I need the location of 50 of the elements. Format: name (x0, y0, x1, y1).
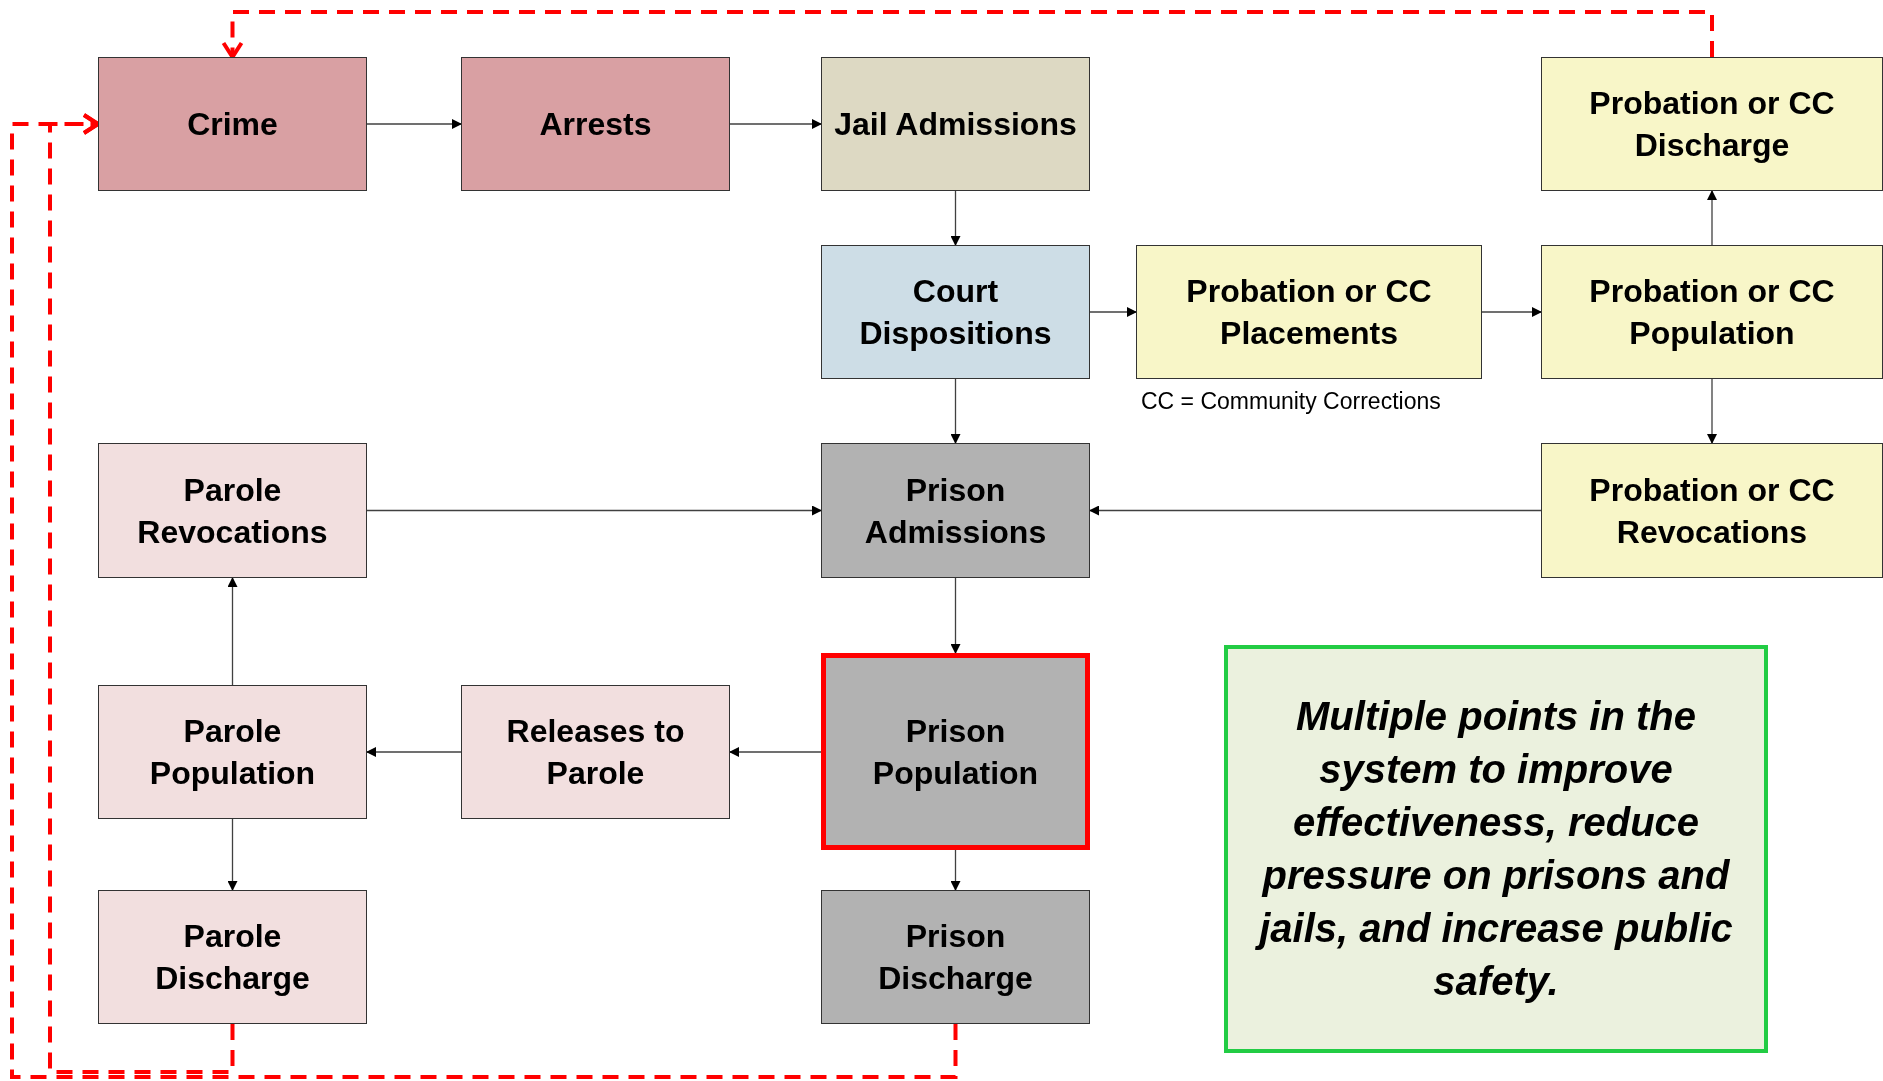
process-box (98, 890, 367, 1024)
box-label: Parole Revocations (136, 470, 329, 552)
box-label: Probation or CC Discharge (1588, 84, 1836, 165)
note-box (1224, 645, 1768, 1053)
process-box (821, 245, 1090, 379)
box-label: Parole Population (148, 712, 317, 793)
arrow (1481, 307, 1542, 317)
process-box (98, 685, 367, 819)
box-label: Prison Discharge (877, 917, 1034, 998)
process-box (461, 57, 730, 191)
arrow (950, 378, 961, 444)
arrow (1707, 378, 1717, 444)
arrow (366, 119, 462, 129)
arrow (729, 119, 822, 129)
arrow (950, 849, 961, 891)
arrow (729, 747, 822, 757)
process-box (821, 653, 1090, 850)
arrow (366, 747, 462, 757)
arrow (950, 190, 961, 246)
arrow (366, 505, 822, 516)
arrow (1089, 505, 1542, 516)
arrow (1707, 190, 1717, 246)
box-label: Prison Admissions (863, 470, 1048, 552)
box-label: Probation or CC Population (1588, 272, 1836, 353)
footnote: CC = Community Corrections (1141, 387, 1441, 416)
process-box (1541, 443, 1883, 578)
box-label: Arrests (539, 105, 652, 144)
arrow (227, 577, 238, 686)
dashed-arrow (221, 10, 1714, 59)
arrow (950, 577, 961, 654)
process-box (1541, 57, 1883, 191)
process-box (461, 685, 730, 819)
process-box (1541, 245, 1883, 379)
box-label: Parole Discharge (154, 917, 311, 998)
box-label: Probation or CC Placements (1185, 272, 1433, 353)
arrow (227, 818, 238, 891)
arrow (1089, 307, 1137, 317)
box-label: Prison Population (871, 711, 1040, 793)
dashed-arrow (10, 113, 958, 1079)
note-text: Multiple points in the system to improve effectiveness, reduce pressure on prisons and jails, and increase public safety. (1236, 690, 1756, 1008)
process-box (821, 443, 1090, 578)
box-label: Crime (187, 105, 278, 144)
process-box (821, 890, 1090, 1024)
process-box (98, 57, 367, 191)
box-label: Jail Admissions (834, 105, 1077, 144)
process-box (821, 57, 1090, 191)
box-label: Releases to Parole (505, 712, 686, 793)
process-box (98, 443, 367, 578)
box-label: Court Dispositions (858, 272, 1053, 353)
box-label: Probation or CC Revocations (1588, 470, 1836, 552)
